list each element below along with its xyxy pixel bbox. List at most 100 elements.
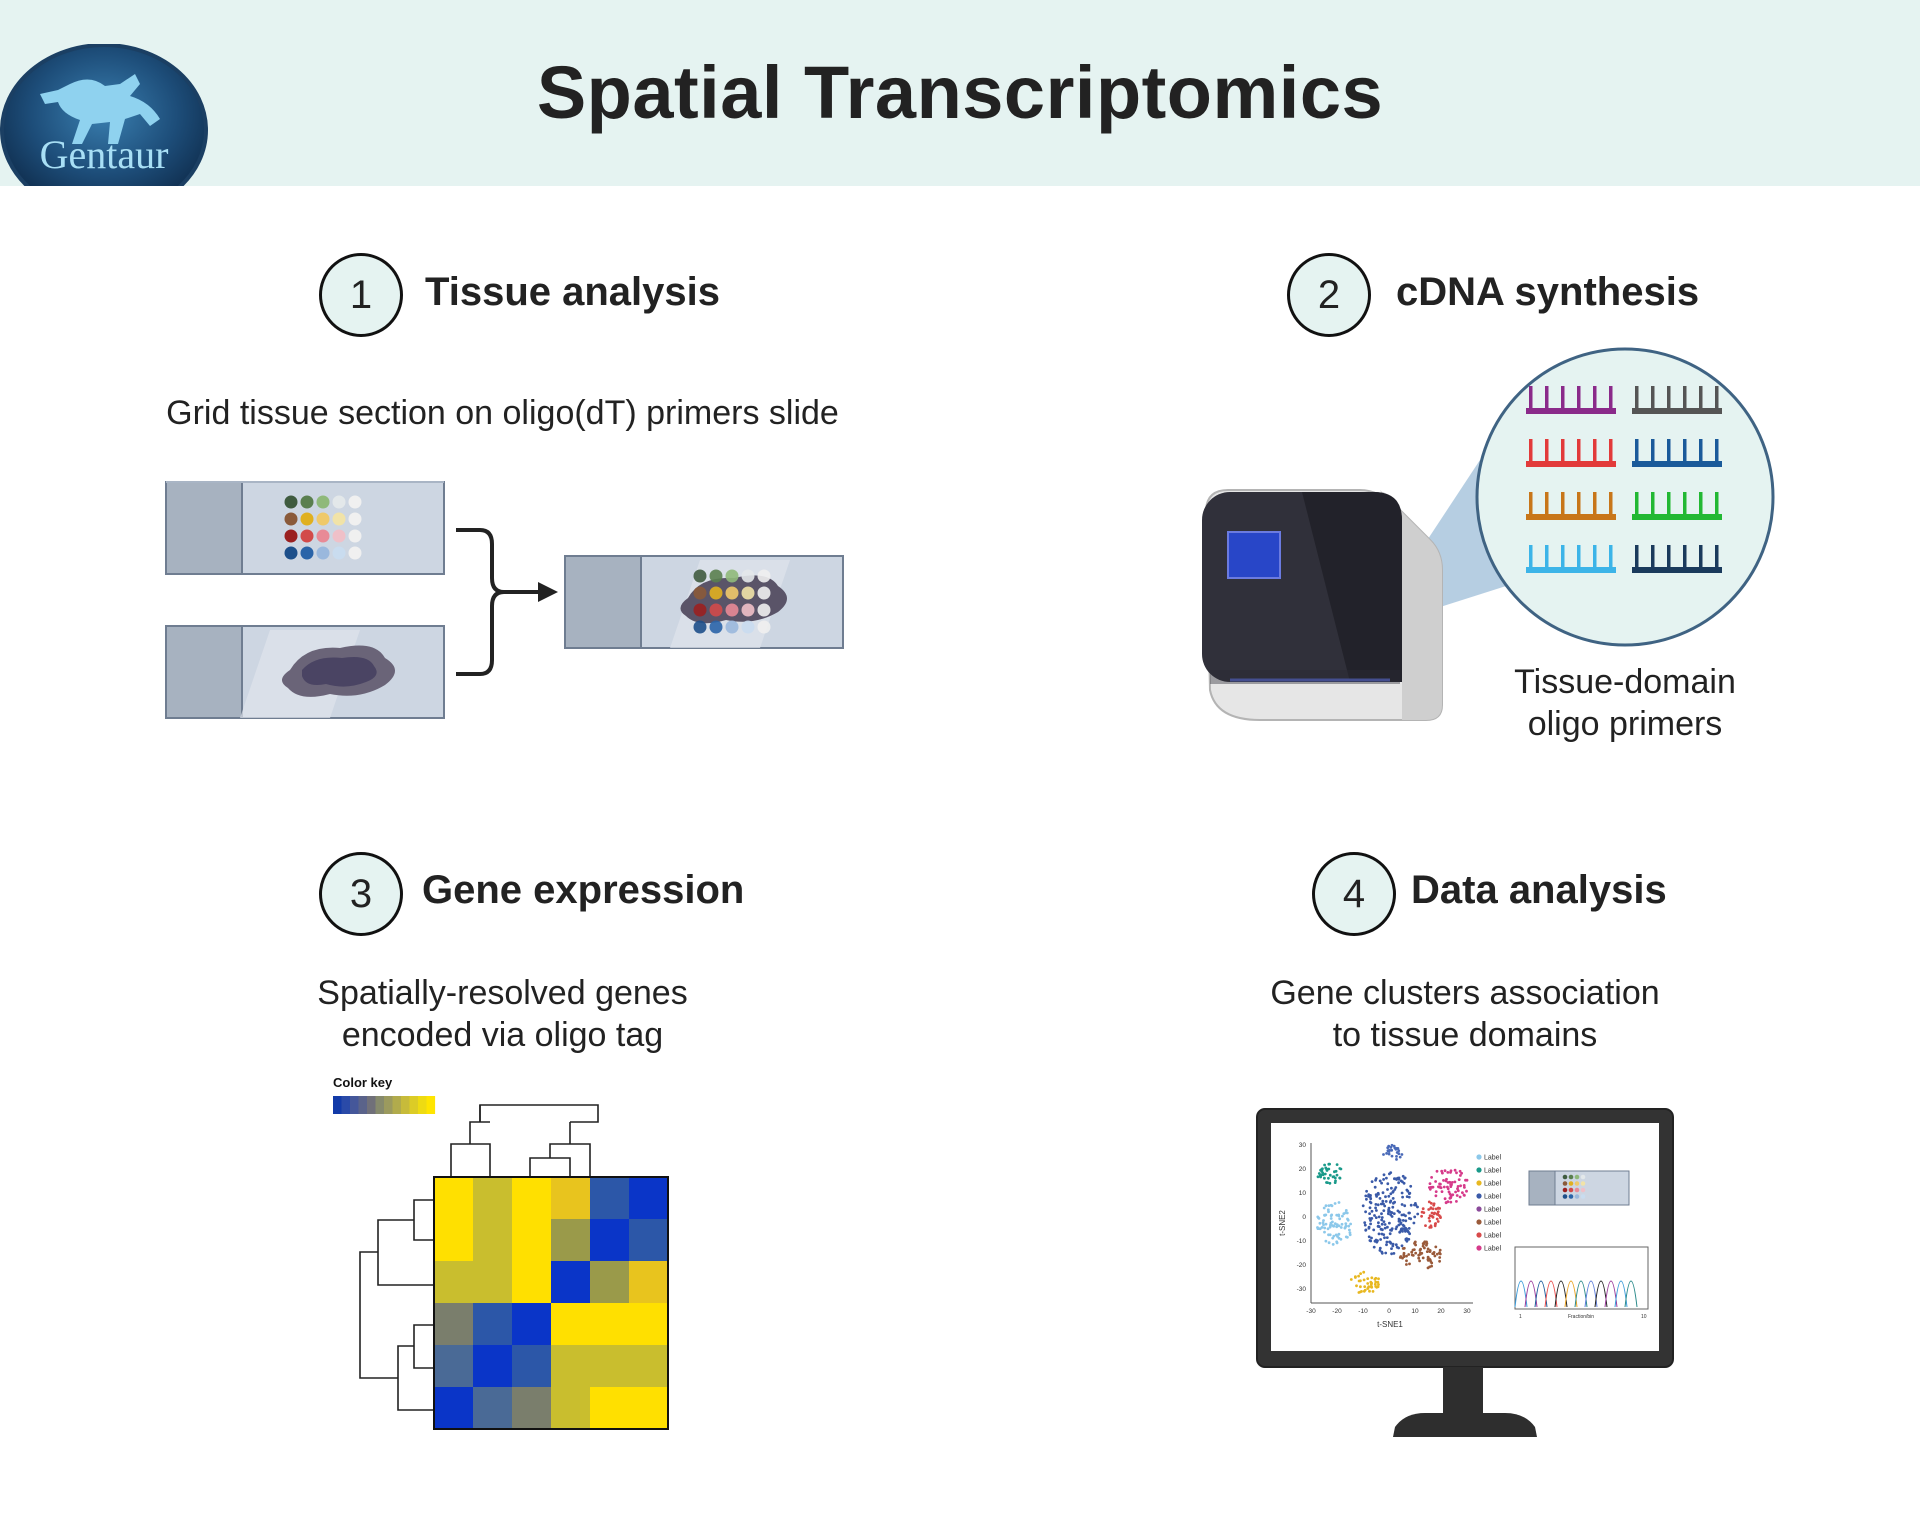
step-3-description: Spatially-resolved genes encoded via oli… [200, 972, 805, 1056]
scatter-point [1380, 1181, 1383, 1185]
scatter-point [1338, 1167, 1342, 1170]
scatter-point [1403, 1204, 1407, 1208]
scatter-point [1438, 1252, 1442, 1256]
mini-dot [1574, 1181, 1580, 1186]
scatter-point [1327, 1167, 1331, 1171]
scatter-point [1433, 1254, 1437, 1258]
scatter-point [1337, 1224, 1341, 1228]
scatter-point [1357, 1279, 1361, 1283]
scatter-point [1363, 1223, 1367, 1227]
scatter-point [1329, 1217, 1333, 1220]
scatter-point [1377, 1221, 1380, 1225]
scatter-point [1416, 1205, 1419, 1209]
scatter-point [1381, 1199, 1385, 1203]
scatter-point [1397, 1223, 1401, 1227]
scatter-point [1450, 1181, 1454, 1184]
histogram-xlabel: Fraction/bin [1568, 1314, 1594, 1320]
heatmap-cell [590, 1219, 630, 1262]
scatter-point [1380, 1218, 1384, 1222]
scatter-point [1366, 1287, 1370, 1290]
scatter-point [1434, 1180, 1437, 1183]
step-4-desc-line-1: Gene clusters association [1270, 974, 1660, 1012]
scatter-point [1429, 1201, 1433, 1205]
scatter-point [1381, 1202, 1384, 1206]
scatter-point [1404, 1219, 1408, 1223]
top-dendrogram [450, 1104, 599, 1177]
heatmap-cell [629, 1303, 669, 1346]
heatmap-cell [434, 1303, 474, 1346]
grid-dot [741, 586, 755, 600]
scatter-point [1337, 1201, 1341, 1204]
scatter-point [1401, 1174, 1405, 1178]
primer-comb [1632, 439, 1722, 467]
scatter-point [1383, 1204, 1387, 1208]
scatter-point [1390, 1186, 1393, 1190]
mini-dot [1568, 1174, 1574, 1180]
scatter-point [1449, 1196, 1453, 1200]
legend-marker [1476, 1245, 1482, 1251]
scatter-point [1337, 1213, 1341, 1217]
y-tick-label: -30 [1297, 1286, 1307, 1293]
scatter-point [1334, 1169, 1338, 1173]
scatter-point [1407, 1237, 1411, 1241]
histogram-peak [1624, 1280, 1638, 1308]
scatter-point [1401, 1180, 1404, 1184]
scatter-point [1320, 1226, 1324, 1229]
y-tick-label: 10 [1299, 1190, 1307, 1197]
color-key-swatch [358, 1096, 368, 1114]
scatter-point [1427, 1208, 1431, 1211]
left-dendrogram [359, 1199, 434, 1411]
scatter-point [1428, 1226, 1432, 1229]
scatter-point [1324, 1166, 1328, 1170]
x-axis-label: t-SNE1 [1377, 1320, 1403, 1329]
grid-dot [348, 495, 362, 509]
x-tick-label: 30 [1463, 1308, 1471, 1315]
scatter-point [1373, 1185, 1377, 1189]
scatter-point [1339, 1226, 1343, 1229]
mini-dot [1562, 1194, 1568, 1199]
scatter-point [1436, 1212, 1440, 1216]
scatter-point [1390, 1247, 1393, 1250]
scatter-point [1431, 1207, 1435, 1211]
scatter-point [1389, 1192, 1393, 1196]
heatmap-cell [434, 1387, 474, 1430]
gentaur-logo: Gentaur [0, 44, 210, 186]
scatter-point [1392, 1201, 1395, 1205]
grid-dot [300, 495, 314, 509]
scatter-point [1419, 1247, 1422, 1251]
scatter-point [1378, 1249, 1382, 1252]
scatter-point [1430, 1261, 1434, 1265]
scatter-point [1365, 1189, 1368, 1193]
scatter-point [1381, 1191, 1385, 1195]
scatter-point [1333, 1222, 1337, 1225]
mini-dot [1568, 1187, 1574, 1193]
scatter-point [1316, 1226, 1319, 1229]
scatter-point [1446, 1185, 1449, 1189]
heatmap-cell [473, 1387, 513, 1430]
scatter-point [1449, 1169, 1453, 1173]
scatter-point [1328, 1173, 1332, 1177]
scatter-point [1319, 1173, 1323, 1177]
scatter-point [1367, 1226, 1371, 1230]
scatter-point [1340, 1222, 1344, 1226]
grid-dot [284, 495, 298, 509]
grid-dot [757, 569, 771, 583]
scatter-point [1322, 1219, 1325, 1222]
mini-dot [1574, 1194, 1580, 1199]
scatter-point [1376, 1191, 1380, 1195]
scatter-point [1323, 1172, 1327, 1176]
scatter-point [1435, 1252, 1439, 1256]
scatter-point [1391, 1197, 1395, 1200]
histogram-tick-end: 10 [1641, 1314, 1647, 1320]
color-key-swatch [418, 1096, 427, 1114]
header-banner [0, 0, 1920, 186]
heatmap-cell [473, 1177, 513, 1220]
scatter-point [1370, 1209, 1374, 1213]
scatter-point [1400, 1191, 1404, 1195]
scatter-point [1405, 1263, 1408, 1266]
scatter-point [1458, 1169, 1462, 1173]
scatter-point [1432, 1203, 1436, 1207]
step-3-desc-line-1: Spatially-resolved genes [317, 974, 688, 1012]
legend-label: Label [1484, 1220, 1502, 1227]
